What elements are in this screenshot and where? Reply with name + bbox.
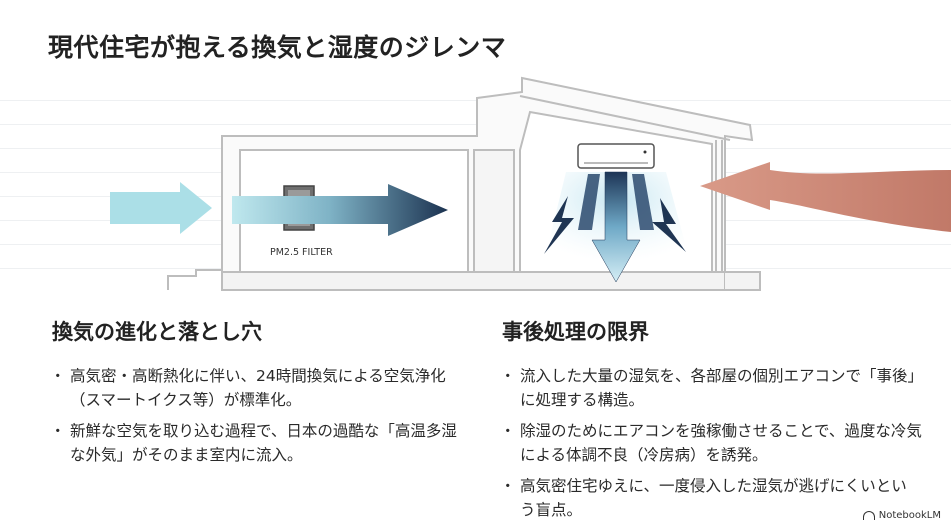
inflow-arrow [232,184,448,236]
list-item: 高気密住宅ゆえに、一度侵入した湿気が逃げにくいという盲点。 [500,474,922,522]
left-heading: 換気の進化と落とし穴 [52,320,262,344]
discomfort-bolt-right-icon [652,198,686,252]
list-item: 除湿のためにエアコンを強稼働させることで、過度な冷気による体調不良（冷房病）を誘… [500,419,922,467]
list-item: 新鮮な空気を取り込む過程で、日本の過酷な「高温多湿な外気」がそのまま室内に流入。 [50,419,472,467]
list-item: 流入した大量の湿気を、各部屋の個別エアコンで「事後」に処理する構造。 [500,364,922,412]
brand-watermark: NotebookLM [862,510,941,521]
cold-air-stream [578,174,654,230]
grid-line [0,124,951,125]
discomfort-bolt-left-icon [544,196,574,254]
cold-air-down-arrow [591,171,641,283]
list-item: 高気密・高断熱化に伴い、24時間換気による空気浄化（スマートイクス等）が標準化。 [50,364,472,412]
filter-label: PM2.5 FILTER [270,247,333,258]
left-bullet-list: 高気密・高断熱化に伴い、24時間換気による空気浄化（スマートイクス等）が標準化。… [50,364,472,467]
grid-line [0,100,951,101]
brand-label: NotebookLM [878,510,941,521]
notebooklm-logo-icon [862,511,875,520]
page-title: 現代住宅が抱える換気と湿度のジレンマ [48,33,507,62]
house-diagram: PM2.5 FILTER [110,76,951,291]
right-section: 事後処理の限界 流入した大量の湿気を、各部屋の個別エアコンで「事後」に処理する構… [500,316,922,527]
left-section: 換気の進化と落とし穴 高気密・高断熱化に伴い、24時間換気による空気浄化（スマー… [50,316,472,474]
fresh-air-arrow [110,182,212,234]
right-heading: 事後処理の限界 [502,320,649,344]
humid-air-arrow [700,162,951,232]
right-bullet-list: 流入した大量の湿気を、各部屋の個別エアコンで「事後」に処理する構造。 除湿のため… [500,364,922,522]
air-conditioner-icon [577,143,655,169]
